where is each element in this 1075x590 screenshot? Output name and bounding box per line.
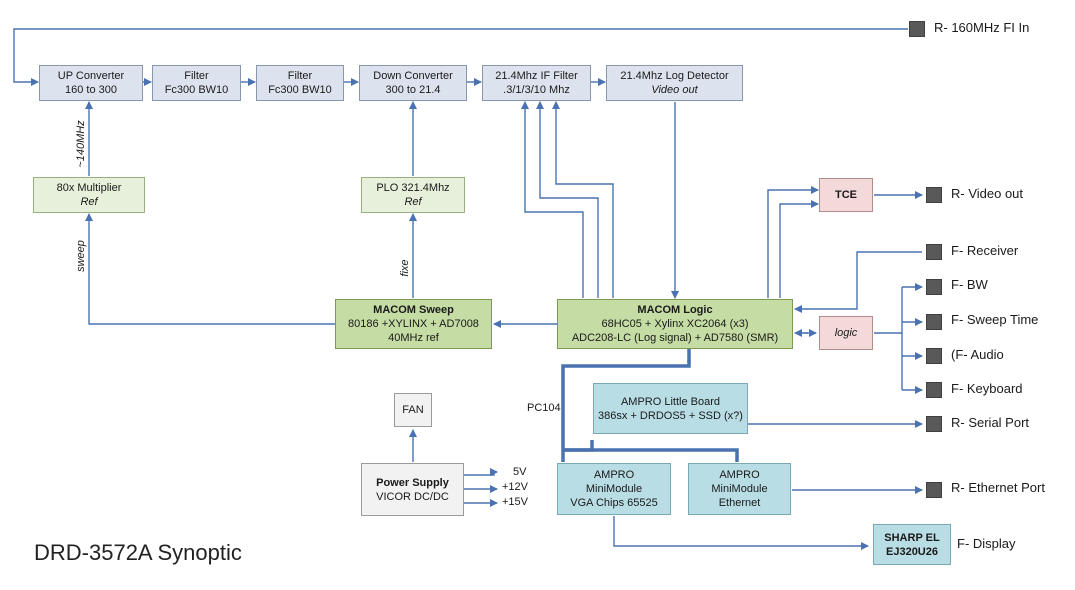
ampro-little-board-box: AMPRO Little Board 386sx + DRDOS5 + SSD … <box>593 383 748 434</box>
pc104-label: PC104 <box>527 402 561 414</box>
v12-label: +12V <box>502 481 528 493</box>
v5-label: 5V <box>513 466 527 478</box>
sweep-to-mult-line <box>85 213 335 325</box>
power-supply-model: VICOR DC/DC <box>376 490 449 503</box>
ethernet-port-label: R- Ethernet Port <box>951 480 1045 495</box>
receiver-to-logic-line <box>794 251 922 313</box>
audio-label: (F- Audio <box>951 347 1004 362</box>
multiplier-ref: Ref <box>80 196 98 208</box>
ampro-little-board-spec: 386sx + DRDOS5 + SSD (x?) <box>598 409 743 422</box>
ampro-vga-box: AMPRO MiniModule VGA Chips 65525 <box>557 463 671 515</box>
power-supply-title: Power Supply <box>376 476 449 489</box>
ethernet-port <box>926 482 942 498</box>
logic-box: logic <box>819 316 873 350</box>
macom-logic-box: MACOM Logic 68HC05 + Xylinx XC2064 (x3) … <box>557 299 793 349</box>
filter-1-box: Filter Fc300 BW10 <box>152 65 241 101</box>
vga-to-display-line <box>613 516 869 550</box>
fixe-label: fixe <box>399 259 411 277</box>
up-converter-range: 160 to 300 <box>65 84 117 96</box>
video-out-port <box>926 187 942 203</box>
up-converter-label: UP Converter <box>57 70 125 82</box>
filter-2-label: Filter <box>287 70 313 82</box>
macom-logic-title: MACOM Logic <box>637 304 713 316</box>
log-detector-output: Video out <box>651 84 698 96</box>
log-detector-label: 21.4Mhz Log Detector <box>620 70 729 82</box>
filter-1-label: Filter <box>184 70 209 82</box>
ampro-little-board-title: AMPRO Little Board <box>620 395 721 408</box>
mhz140-label: ~140MHz <box>75 120 87 168</box>
fi-in-label: R- 160MHz FI In <box>934 20 1030 35</box>
down-converter-range: 300 to 21.4 <box>385 84 441 96</box>
audio-port <box>926 348 942 364</box>
ampro-ethernet-box: AMPRO MiniModule Ethernet <box>688 463 791 515</box>
pc104-bus-eth <box>563 448 739 462</box>
sharp-line1: SHARP EL <box>884 531 940 544</box>
plo-label: PLO 321.4Mhz <box>376 182 450 194</box>
keyboard-port <box>926 382 942 398</box>
macom-sweep-chips: 80186 +XYLINX + AD7008 <box>348 318 479 330</box>
keyboard-label: F- Keyboard <box>951 381 1023 396</box>
filter-2-box: Filter Fc300 BW10 <box>256 65 344 101</box>
up-converter-box: UP Converter 160 to 300 <box>39 65 143 101</box>
ampro-vga-line2: MiniModule <box>585 483 643 495</box>
if-filter-box: 21.4Mhz IF Filter .3/1/3/10 Mhz <box>482 65 591 101</box>
diagram-title: DRD-3572A Synoptic <box>34 540 242 565</box>
logic-to-if-line-2 <box>536 101 599 298</box>
logic-to-if-line-1 <box>521 101 584 298</box>
sweep-time-label: F- Sweep Time <box>951 312 1039 327</box>
logic-label: logic <box>834 327 858 339</box>
ampro-eth-line1: AMPRO <box>719 469 760 481</box>
receiver-port <box>926 244 942 260</box>
tce-label: TCE <box>835 189 857 201</box>
fan-label: FAN <box>402 404 424 416</box>
bw-label: F- BW <box>951 277 988 292</box>
sweep-time-port <box>926 314 942 330</box>
plo-ref: Ref <box>404 196 422 208</box>
receiver-label: F- Receiver <box>951 243 1019 258</box>
serial-port <box>926 416 942 432</box>
logic-to-if-line-3 <box>552 101 614 298</box>
ampro-eth-line3: Ethernet <box>718 497 761 509</box>
logic-to-tce-line-1 <box>767 186 819 298</box>
if-filter-label: 21.4Mhz IF Filter <box>495 70 578 82</box>
down-converter-box: Down Converter 300 to 21.4 <box>359 65 467 101</box>
serial-port-label: R- Serial Port <box>951 415 1030 430</box>
power-supply-box: Power Supply VICOR DC/DC <box>361 463 464 516</box>
display-label: F- Display <box>957 536 1016 551</box>
plo-box: PLO 321.4Mhz Ref <box>361 177 465 213</box>
fi-in-line <box>13 28 908 86</box>
filter-1-spec: Fc300 BW10 <box>164 84 229 96</box>
macom-sweep-box: MACOM Sweep 80186 +XYLINX + AD7008 40MHz… <box>335 299 492 349</box>
pc104-bus-main <box>561 348 691 462</box>
macom-sweep-title: MACOM Sweep <box>373 304 454 316</box>
multiplier-label: 80x Multiplier <box>56 182 122 194</box>
v15-label: +15V <box>502 496 528 508</box>
filter-2-spec: Fc300 BW10 <box>268 84 332 96</box>
sharp-line2: EJ320U26 <box>886 545 938 558</box>
multiplier-box: 80x Multiplier Ref <box>33 177 145 213</box>
if-filter-bandwidths: .3/1/3/10 Mhz <box>503 84 570 96</box>
tce-box: TCE <box>819 178 873 212</box>
ampro-vga-line1: AMPRO <box>593 469 635 481</box>
down-converter-label: Down Converter <box>373 70 453 82</box>
video-out-label: R- Video out <box>951 186 1024 201</box>
fan-box: FAN <box>394 393 432 427</box>
v5-line <box>464 468 498 476</box>
fi-in-port <box>909 21 925 37</box>
macom-sweep-ref: 40MHz ref <box>388 332 439 344</box>
ampro-eth-line2: MiniModule <box>711 483 768 495</box>
sharp-display-box: SHARP EL EJ320U26 <box>873 524 951 565</box>
macom-logic-adc: ADC208-LC (Log signal) + AD7580 (SMR) <box>571 332 779 344</box>
logic-to-tce-line-2 <box>779 200 819 298</box>
bw-port <box>926 279 942 295</box>
sweep-label: sweep <box>75 240 87 272</box>
ampro-vga-line3: VGA Chips 65525 <box>570 497 658 509</box>
macom-logic-chips: 68HC05 + Xylinx XC2064 (x3) <box>601 318 749 330</box>
log-detector-box: 21.4Mhz Log Detector Video out <box>606 65 743 101</box>
